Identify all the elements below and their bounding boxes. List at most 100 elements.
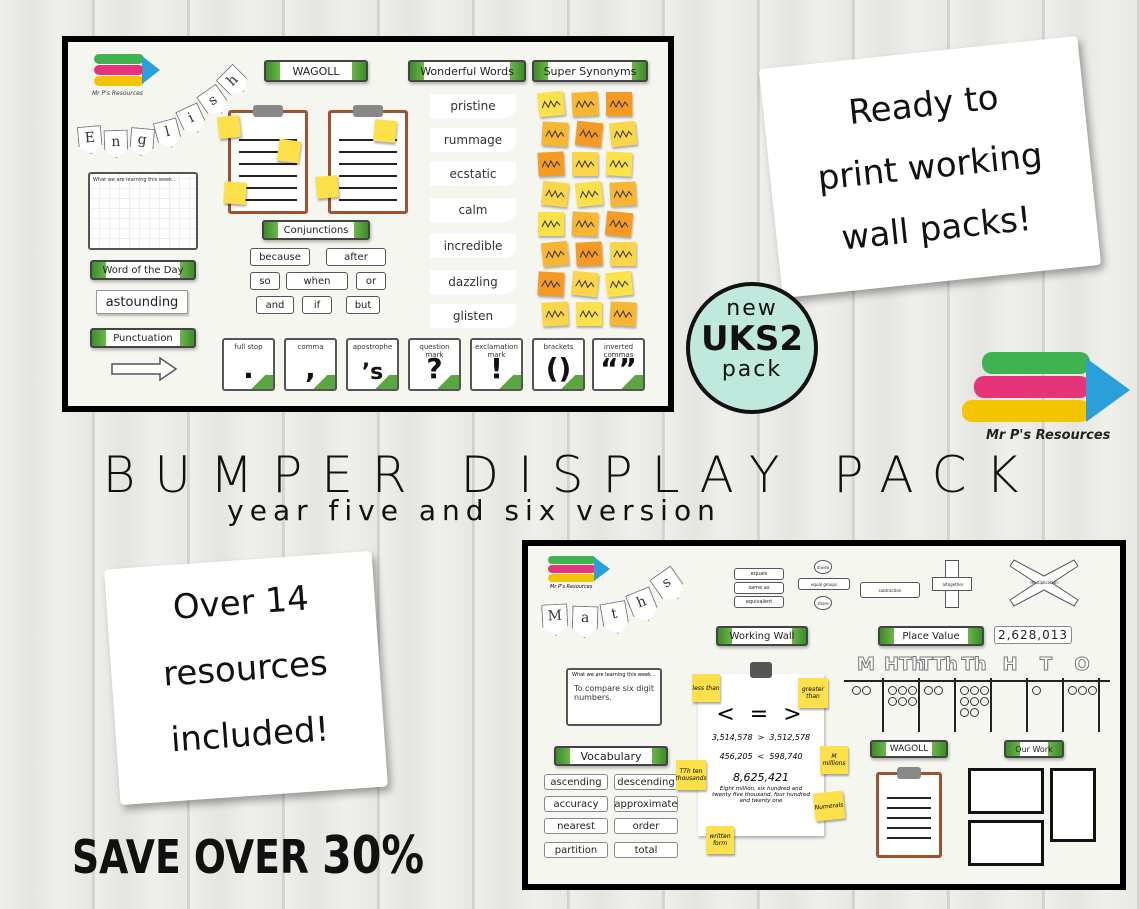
vocab-card: total (614, 842, 678, 858)
work-frame (968, 768, 1044, 814)
synonym-sticky (610, 242, 636, 266)
pv-header: HTh (884, 654, 925, 676)
tth-note: TTh ten thousands (675, 760, 707, 790)
pv-counter (970, 697, 979, 706)
punct-label: brackets (543, 343, 574, 351)
maths-board: Mr P's Resources M a t h s equals same a… (522, 540, 1126, 890)
word-of-day: astounding (96, 290, 188, 314)
save-banner: SAVE OVER 30% (72, 826, 424, 886)
logo-pencil-icon (94, 54, 164, 88)
synonym-sticky (571, 91, 599, 117)
pv-header: T (1039, 654, 1053, 676)
synonym-sticky (604, 210, 634, 238)
punct-label: comma (297, 343, 324, 351)
word-card: ecstatic (430, 162, 516, 186)
op-card: equals (734, 568, 784, 580)
wagoll-title: WAGOLL (264, 60, 368, 82)
vocabulary-title: Vocabulary (554, 746, 668, 766)
vocab-card: partition (544, 842, 608, 858)
maths-clipboard (876, 767, 942, 858)
wonderful-words-title: Wonderful Words (408, 60, 526, 82)
synonym-sticky (537, 151, 565, 177)
punctuation-card: inverted commas“” (592, 338, 645, 391)
word-card: incredible (430, 234, 516, 258)
pv-counter (1032, 686, 1041, 695)
op-card: multiplication (1030, 579, 1058, 585)
bunting-flag: s (649, 565, 689, 606)
synonym-sticky (572, 152, 598, 176)
pv-counter (898, 697, 907, 706)
synonym-sticky (604, 270, 634, 298)
pv-column (884, 678, 920, 732)
pv-counter (908, 686, 917, 695)
synonym-sticky (571, 211, 599, 237)
pv-counter (888, 686, 897, 695)
punctuation-card: brackets() (532, 338, 585, 391)
pv-counter (960, 686, 969, 695)
pv-counter (1088, 686, 1097, 695)
arrow-right-icon (110, 356, 178, 382)
note-text: M millions (822, 753, 846, 767)
pv-header: Th (961, 654, 987, 676)
sticky-note (373, 119, 397, 143)
op-card: equivalent (734, 596, 784, 608)
greater-than-note: greater than (798, 678, 828, 708)
synonym-sticky (540, 240, 570, 268)
pv-column (848, 678, 884, 732)
synonym-sticky (575, 241, 603, 267)
op-card: subtraction (860, 582, 920, 598)
work-frame (968, 820, 1044, 866)
learning-box: What we are learning this week... (88, 172, 198, 250)
sticky-note (223, 181, 247, 205)
punct-label: inverted commas (603, 343, 634, 359)
op-card: equal groups (798, 578, 850, 590)
op-card: share (814, 596, 832, 610)
vocab-card: order (614, 818, 678, 834)
word-card: pristine (430, 94, 516, 118)
pv-counter (980, 697, 989, 706)
pv-counter (980, 686, 989, 695)
conjunction-card: after (326, 248, 386, 266)
ready-to-print-note: Ready to print working wall packs! (758, 35, 1102, 299)
note-text: greater than (801, 686, 825, 700)
pv-counter (960, 708, 969, 717)
punctuation-card: apostrophe’s (346, 338, 399, 391)
conjunction-card: so (250, 272, 280, 290)
synonym-sticky (576, 302, 602, 326)
note-text: Numerals (814, 801, 844, 811)
pv-counter (1078, 686, 1087, 695)
learning-title: What we are learning this week... (572, 672, 656, 678)
bunting-flag: n (104, 130, 129, 159)
plus-shape (932, 560, 972, 608)
brand-text: Mr P's Resources (986, 428, 1111, 443)
pv-counter (908, 697, 917, 706)
badge-new: new (726, 296, 778, 321)
note-text: less than (692, 684, 720, 692)
word-card: glisten (430, 304, 516, 328)
word-card: rummage (430, 128, 516, 152)
logo-text: Mr P's Resources (550, 584, 593, 590)
pv-counter (924, 686, 933, 695)
pv-column (992, 678, 1028, 732)
numerals-note: Numerals (812, 790, 846, 822)
pv-header: M (857, 654, 876, 676)
maths-wagoll-title: WAGOLL (870, 740, 948, 758)
vocab-card: descending (614, 774, 678, 790)
over-14-note: Over 14 resources included! (104, 550, 388, 806)
bunting-flag: a (571, 606, 598, 639)
punctuation-card: exclamation mark! (470, 338, 523, 391)
big-number-words: Eight million, six hundred and twenty fi… (712, 786, 810, 804)
synonym-sticky (609, 301, 637, 327)
vocab-card: approximate (614, 796, 678, 812)
pv-header: H (1002, 654, 1018, 676)
synonym-stickies (536, 90, 648, 332)
bunting-flag: E (77, 125, 103, 155)
vocab-card: nearest (544, 818, 608, 834)
pv-counter (898, 686, 907, 695)
save-amount: 30% (322, 826, 425, 886)
pv-divider (844, 680, 1110, 682)
sticky-note (216, 114, 242, 140)
written-form-note: written form (706, 826, 734, 854)
conjunction-card: if (302, 296, 332, 314)
